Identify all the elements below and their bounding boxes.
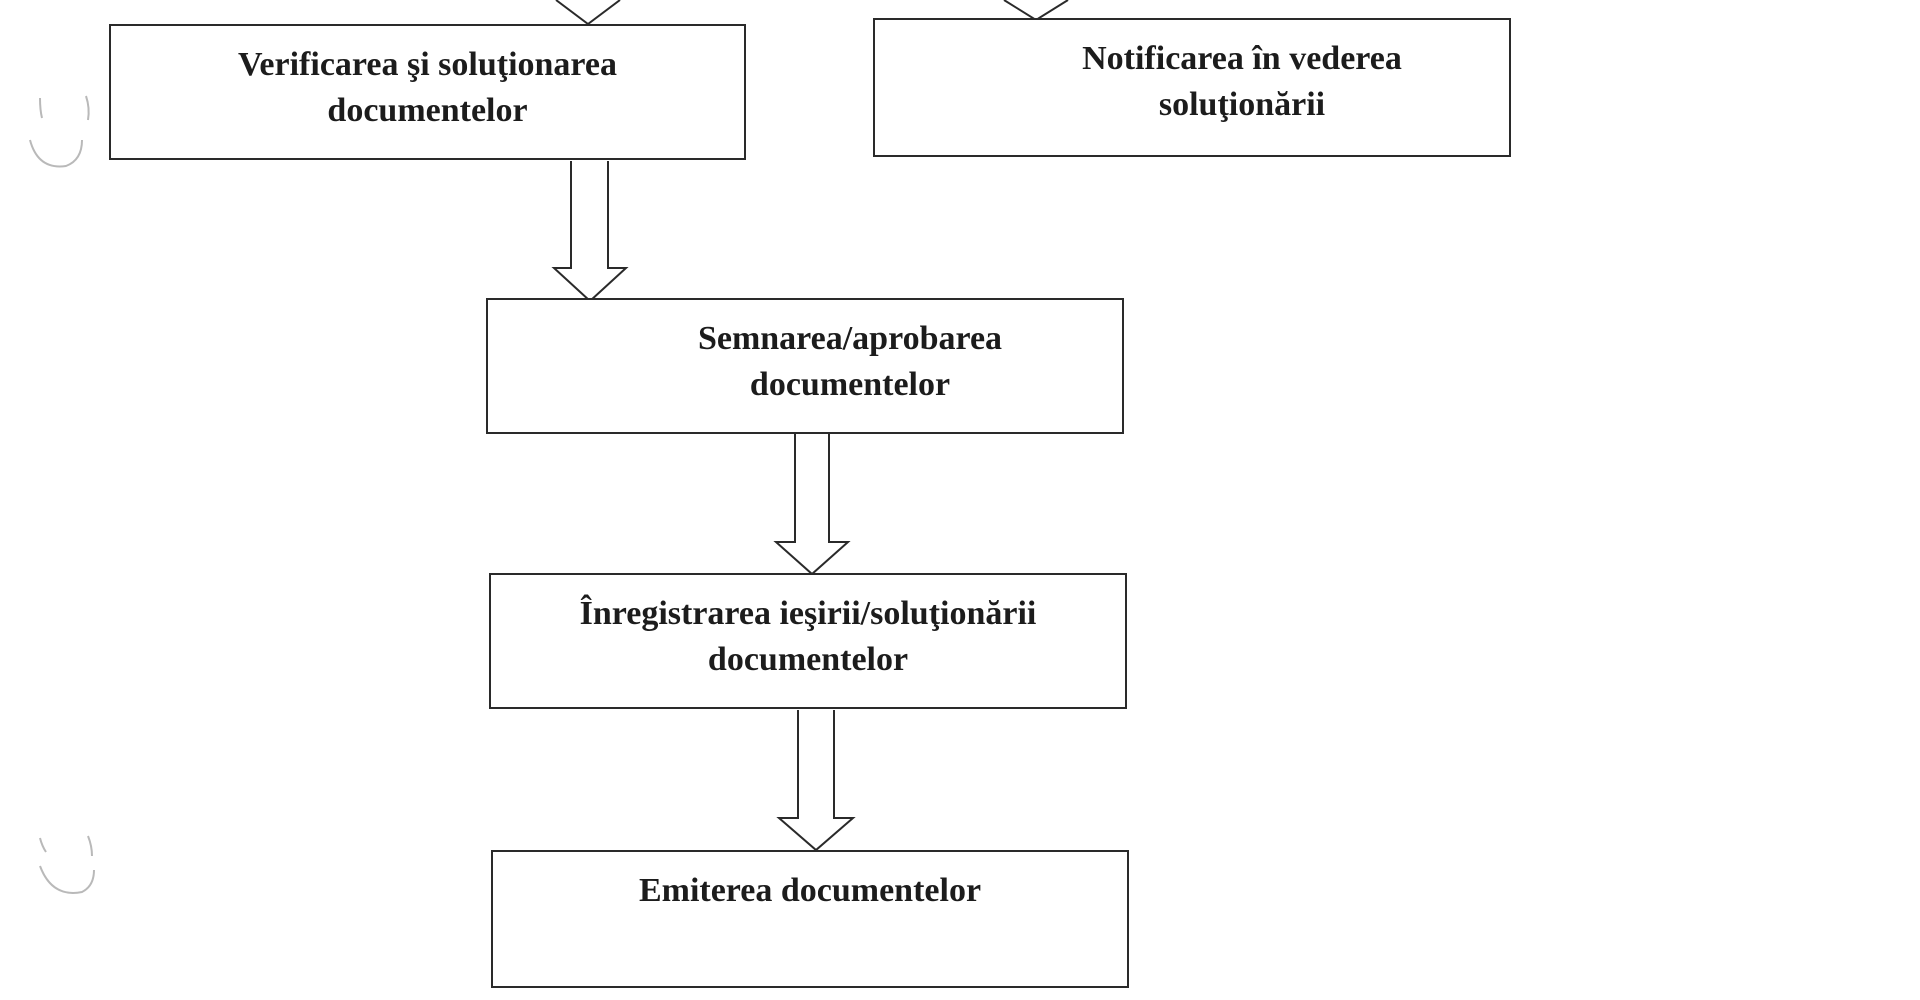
step-notificare-box: Notificarea în vederea soluţionării <box>873 18 1511 157</box>
arrow-semnare-to-inregistrare <box>773 434 851 576</box>
step-semnare-box: Semnarea/aprobarea documentelor <box>486 298 1124 434</box>
step-verificare-label: Verificarea şi soluţionarea documentelor <box>238 46 617 129</box>
step-semnare-label: Semnarea/aprobarea documentelor <box>697 320 1003 403</box>
step-verificare-box: Verificarea şi soluţionarea documentelor <box>109 24 746 160</box>
punch-hole-bottom <box>39 835 95 894</box>
arrow-verificare-to-semnare <box>551 161 629 303</box>
punch-hole-top <box>29 95 90 168</box>
step-notificare-label: Notificarea în vederea soluţionării <box>1082 40 1402 123</box>
incoming-arrow-right <box>1003 0 1069 22</box>
step-emitere-label: Emiterea documentelor <box>638 872 982 909</box>
incoming-arrow-left <box>555 0 621 26</box>
step-inregistrare-box: Înregistrarea ieşirii/soluţionării docum… <box>489 573 1127 709</box>
step-emitere-box: Emiterea documentelor <box>491 850 1129 988</box>
arrow-inregistrare-to-emitere <box>776 710 856 852</box>
step-inregistrare-label: Înregistrarea ieşirii/soluţionării docum… <box>579 595 1037 678</box>
